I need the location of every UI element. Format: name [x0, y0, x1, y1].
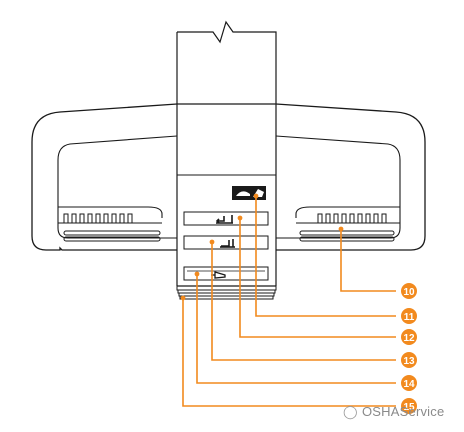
svg-text:15: 15: [403, 402, 415, 413]
svg-text:10: 10: [403, 287, 415, 298]
watermark-text: OSHAService: [362, 404, 445, 419]
svg-text:14: 14: [403, 379, 415, 390]
grip-tooth: [349, 213, 355, 224]
leader-13: [211, 242, 396, 361]
grip-tooth: [95, 213, 101, 224]
grip-tooth: [111, 213, 117, 224]
leader-14: [196, 274, 396, 384]
grip-tooth: [63, 213, 69, 224]
grip-tooth: [373, 213, 379, 224]
callout-15: 15: [401, 398, 417, 414]
leader-10: [340, 229, 396, 292]
right-handle-outline: [275, 103, 426, 251]
right-grip: [295, 206, 400, 242]
left-handle-outline: [31, 103, 178, 251]
grip-tooth: [341, 213, 347, 224]
callout-12: 12: [401, 329, 417, 345]
callout-14: 14: [401, 375, 417, 391]
grip-tooth: [87, 213, 93, 224]
grip-tooth: [103, 213, 109, 224]
leader-12: [239, 218, 396, 338]
callout-11: 11: [401, 308, 417, 324]
grip-tooth: [317, 213, 323, 224]
grip-tooth: [381, 213, 387, 224]
svg-text:13: 13: [403, 356, 415, 367]
callout-13: 13: [401, 352, 417, 368]
tilt-icon: [232, 186, 266, 200]
horn-button[interactable]: [183, 266, 269, 281]
callout-leaders: [180, 193, 396, 407]
grip-tooth: [127, 213, 133, 224]
grip-tooth: [365, 213, 371, 224]
callout-10: 10: [401, 283, 417, 299]
grip-tooth: [333, 213, 339, 224]
upper-switch[interactable]: [183, 211, 269, 226]
svg-text:12: 12: [403, 333, 415, 344]
grip-tooth: [119, 213, 125, 224]
leader-11: [255, 196, 396, 317]
wechat-icon: ◯: [343, 405, 358, 420]
svg-text:11: 11: [404, 312, 415, 323]
grip-tooth: [325, 213, 331, 224]
grip-tooth: [71, 213, 77, 224]
callout-badges: 10 11 12 13 14 15: [401, 283, 417, 414]
leader-15: [182, 298, 396, 407]
left-grip: [58, 206, 163, 242]
bottom-collar: [176, 285, 277, 300]
grip-tooth: [79, 213, 85, 224]
grip-tooth: [357, 213, 363, 224]
lower-switch[interactable]: [183, 235, 269, 250]
